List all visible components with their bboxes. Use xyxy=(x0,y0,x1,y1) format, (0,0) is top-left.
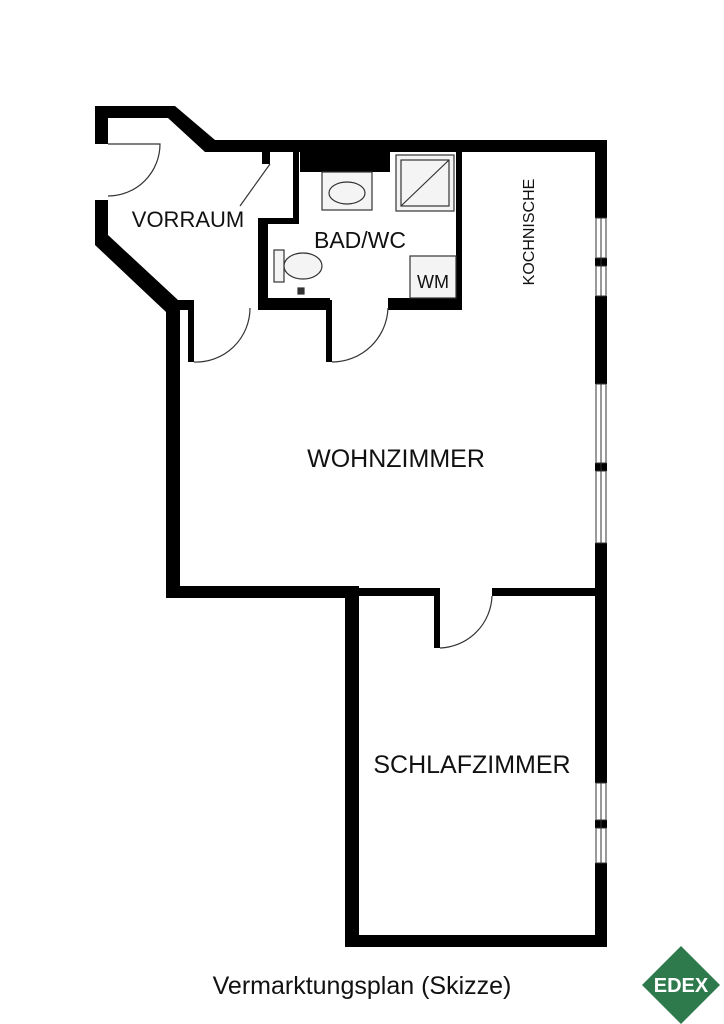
wall-stub-2 xyxy=(326,300,332,362)
wall-schlaf-top-1 xyxy=(345,588,437,596)
washing-machine-icon xyxy=(409,255,457,299)
door-entrance xyxy=(107,143,161,197)
wall-vorraum-right xyxy=(258,218,268,302)
wall-bad-divider xyxy=(268,218,298,224)
wall-vorraum-left xyxy=(95,200,178,312)
wall-wohn-bottom xyxy=(166,586,359,598)
door-vorraum-wohn xyxy=(193,307,251,363)
windows xyxy=(595,217,607,864)
toilet-tank xyxy=(273,249,285,283)
label-wm: WM xyxy=(417,272,449,292)
wall-right-5 xyxy=(595,543,607,783)
wall-wohn-left xyxy=(166,300,180,598)
wall-bad-left-inner xyxy=(293,152,299,224)
wall-vorraum-top xyxy=(95,106,215,152)
wall-inner-2 xyxy=(258,298,330,310)
door-vorraum-closet xyxy=(239,163,271,207)
wall-schlaf-top-2 xyxy=(492,588,607,596)
wall-stub-1 xyxy=(188,300,194,362)
duct-block xyxy=(300,140,390,172)
edex-logo-text: EDEX xyxy=(654,975,709,997)
wall-right-7 xyxy=(595,863,607,947)
wall-bad-left xyxy=(262,152,270,164)
door-bad-wohn xyxy=(331,307,389,363)
door-schlaf xyxy=(439,595,493,649)
wall-bottom xyxy=(345,935,607,947)
wall-right-1 xyxy=(595,140,607,218)
label-bad-wc: BAD/WC xyxy=(314,227,406,253)
label-schlafzimmer: SCHLAFZIMMER xyxy=(373,751,570,779)
wall-inner-1 xyxy=(166,300,194,310)
walls xyxy=(95,106,607,947)
label-kochnische: KOCHNISCHE xyxy=(521,179,538,286)
toilet-icon xyxy=(283,252,323,280)
wall-inner-3 xyxy=(388,298,462,310)
plan-caption: Vermarktungsplan (Skizze) xyxy=(212,972,512,1000)
wall-top xyxy=(205,140,605,152)
doors xyxy=(107,143,493,649)
wall-schlaf-left xyxy=(345,588,359,947)
label-vorraum: VORRAUM xyxy=(132,207,244,232)
wall-stub-3 xyxy=(434,588,440,648)
label-wohnzimmer: WOHNZIMMER xyxy=(307,445,485,473)
wall-bad-right xyxy=(456,152,462,302)
wall-right-3 xyxy=(595,296,607,384)
edex-logo: EDEX xyxy=(642,946,720,1024)
sink-basin xyxy=(328,181,366,205)
fixtures xyxy=(273,154,457,299)
